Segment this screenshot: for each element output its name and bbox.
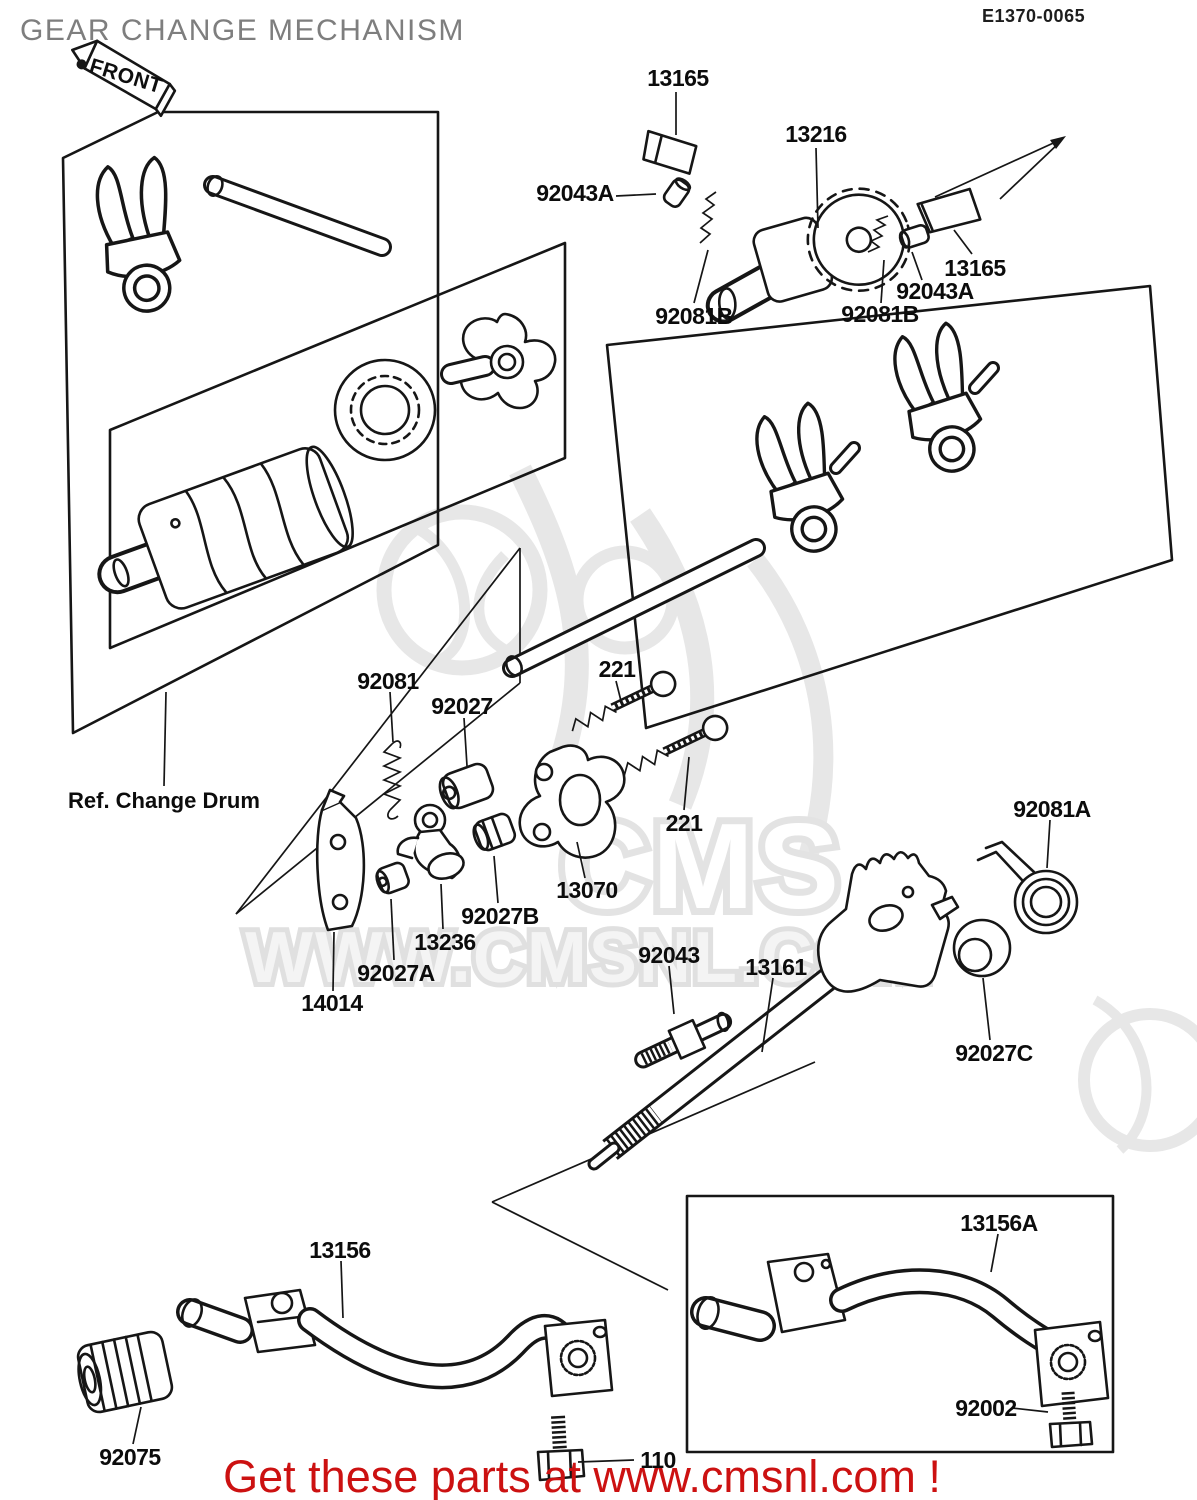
- part-label-221-lower[interactable]: 221: [666, 810, 704, 836]
- bushing-92027B-drawing: [472, 812, 517, 852]
- part-label-92027[interactable]: 92027: [431, 693, 493, 719]
- leader-lines: [132, 92, 1051, 1463]
- pedal-rubber-92075-drawing: [76, 1330, 174, 1414]
- fork-rod-left-drawing: [203, 175, 392, 257]
- bolt-221-lower-drawing: [623, 714, 729, 776]
- shift-fork-right-a-drawing: [748, 398, 855, 561]
- page-title: GEAR CHANGE MECHANISM: [20, 14, 465, 47]
- arm-14014-drawing: [315, 788, 366, 932]
- roller-92027C-drawing: [952, 918, 1012, 978]
- part-label-13156A[interactable]: 13156A: [960, 1210, 1038, 1236]
- front-direction-badge: FRONT: [71, 39, 177, 118]
- part-label-92075[interactable]: 92075: [99, 1444, 162, 1470]
- link-13236-drawing: [396, 803, 465, 880]
- explode-wedge-bottom: [491, 1061, 816, 1291]
- washer-92027A-drawing: [375, 861, 410, 895]
- shift-fork-right-b-drawing: [886, 318, 993, 481]
- change-drum-drawing: [97, 445, 354, 610]
- part-number-callouts: 13165 13216 92043A 92081B 13165 92043A 9…: [99, 65, 1091, 1473]
- part-label-14014[interactable]: 14014: [301, 990, 364, 1016]
- spring-92081B-left-drawing: [699, 191, 717, 244]
- part-label-13070[interactable]: 13070: [556, 877, 618, 903]
- part-label-92081A[interactable]: 92081A: [1013, 796, 1091, 822]
- part-label-13165-top[interactable]: 13165: [647, 65, 710, 91]
- ball-bearing-drawing: [333, 358, 437, 462]
- fork-pin-b: [968, 361, 1000, 395]
- stud-92043-drawing: [634, 1011, 733, 1069]
- shift-shaft-13161-drawing: [587, 850, 960, 1171]
- gear-pedal-13156-drawing: [176, 1288, 614, 1398]
- part-label-92081[interactable]: 92081: [357, 668, 420, 694]
- diagram-code: E1370-0065: [982, 6, 1085, 26]
- part-label-92081B-left[interactable]: 92081B: [655, 303, 733, 329]
- part-label-13156[interactable]: 13156: [309, 1237, 371, 1263]
- cam-plate-13070-drawing: [518, 744, 626, 859]
- part-label-13216[interactable]: 13216: [785, 121, 847, 147]
- part-label-13165-right[interactable]: 13165: [944, 255, 1007, 281]
- part-label-13161[interactable]: 13161: [745, 954, 808, 980]
- part-label-13236[interactable]: 13236: [414, 929, 476, 955]
- part-label-92043A-left[interactable]: 92043A: [536, 180, 614, 206]
- explode-wedge-top-right: [934, 136, 1066, 200]
- part-label-92027A[interactable]: 92027A: [357, 960, 435, 986]
- part-label-92043[interactable]: 92043: [638, 942, 700, 968]
- ref-change-drum-note: Ref. Change Drum: [68, 788, 260, 813]
- part-label-92043A-right[interactable]: 92043A: [896, 278, 974, 304]
- part-label-92027C[interactable]: 92027C: [955, 1040, 1033, 1066]
- fork-pin-a: [829, 441, 861, 475]
- bolt-110-drawing: [536, 1415, 586, 1482]
- bolt-92002-drawing: [1048, 1391, 1094, 1449]
- gear-pawl-right-drawing: [916, 187, 982, 234]
- pin-92043A-right-drawing: [898, 223, 930, 249]
- inset-box-outline: [685, 1194, 1115, 1454]
- gear-pawl-left-drawing: [642, 129, 698, 175]
- spring-92081-drawing: [381, 740, 403, 820]
- fork-rod-right-drawing: [502, 538, 766, 678]
- part-label-221-upper[interactable]: 221: [599, 656, 637, 682]
- part-label-92027B[interactable]: 92027B: [461, 903, 539, 929]
- bolt-221-upper-drawing: [571, 670, 677, 732]
- shift-drum-cam-drawing: [440, 312, 557, 410]
- gear-positioning-lever-drawing: [705, 187, 912, 324]
- shift-fork-upper-left-drawing: [90, 154, 188, 318]
- footer-promo-link[interactable]: Get these parts at www.cmsnl.com !: [223, 1451, 941, 1500]
- pin-92043A-left-drawing: [662, 177, 692, 208]
- part-label-92081B-right[interactable]: 92081B: [841, 301, 919, 327]
- part-label-110[interactable]: 110: [640, 1447, 676, 1473]
- spring-92081B-right-drawing: [867, 215, 889, 253]
- return-spring-92081A-drawing: [976, 840, 1079, 935]
- outer-panel-outline: [61, 110, 440, 735]
- part-label-92002[interactable]: 92002: [955, 1395, 1017, 1421]
- gear-pedal-13156A-drawing: [690, 1252, 1110, 1408]
- bushing-92027-drawing: [438, 762, 495, 810]
- front-arrow-tip: [76, 59, 87, 70]
